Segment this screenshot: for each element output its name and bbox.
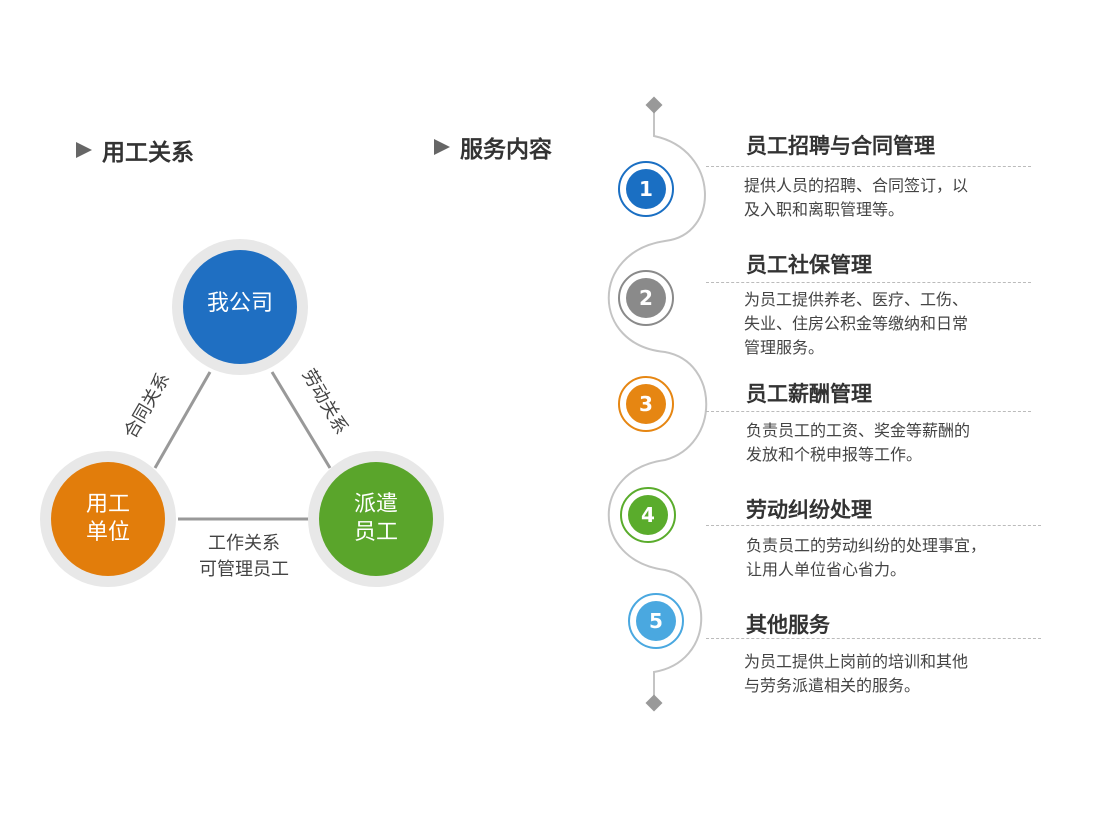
dispatched-node-text-line1: 派遣 [353,492,398,517]
service-desc-4: 负责员工的劳动纠纷的处理事宜， 让用人单位省心省力。 [746,534,1066,582]
service-marker-5 [628,593,684,649]
timeline-path [607,105,708,703]
dispatched-node-text-line2: 员工 [353,520,398,545]
service-desc-5-line2: 与劳务派遣相关的服务。 [744,676,921,695]
service-desc-2-line3: 管理服务。 [744,338,825,357]
service-desc-5-line1: 为员工提供上岗前的培训和其他 [744,652,969,671]
service-divider-2 [706,282,1031,283]
service-marker-4 [620,487,676,543]
service-desc-1-line2: 及入职和离职管理等。 [744,200,905,219]
timeline-bottom-diamond [645,694,663,712]
service-number-2: 2 [639,286,653,310]
service-number-4: 4 [641,503,655,527]
service-content-heading-text: 服务内容 [460,137,552,163]
service-divider-5 [706,638,1041,639]
employer-node-text-line1: 用工 [85,492,130,517]
service-number-5: 5 [649,609,663,633]
service-title-5: 其他服务 [746,613,830,637]
service-desc-3-line2: 发放和个税申报等工作。 [746,445,923,464]
service-title-3: 员工薪酬管理 [746,382,872,406]
service-desc-5: 为员工提供上岗前的培训和其他 与劳务派遣相关的服务。 [744,650,1044,698]
service-marker-1 [618,161,674,217]
service-title-4: 劳动纠纷处理 [746,498,872,522]
employer-node-text-line2: 单位 [85,520,130,545]
dispatched-node [319,462,433,576]
service-desc-2-line1: 为员工提供养老、医疗、工伤、 [744,290,969,309]
employment-relation-heading-text: 用工关系 [102,140,194,166]
contract-connector [153,371,212,469]
company-node [183,250,297,364]
service-title-2: 员工社保管理 [746,253,872,277]
service-desc-1-line1: 提供人员的招聘、合同签订，以 [744,176,969,195]
company-node-label: 我公司 [183,290,297,318]
service-desc-3: 负责员工的工资、奖金等薪酬的 发放和个税申报等工作。 [746,419,1046,467]
service-desc-2: 为员工提供养老、医疗、工伤、 失业、住房公积金等缴纳和日常 管理服务。 [744,288,1044,360]
service-number-3: 3 [639,392,653,416]
service-desc-4-line2: 让用人单位省心省力。 [746,560,907,579]
employer-node [51,462,165,576]
timeline-top-diamond [645,96,663,114]
service-marker-2 [618,270,674,326]
triangle-arrow-icon [76,142,92,158]
service-divider-4 [706,525,1041,526]
work-relation-label-line2: 可管理员工 [199,559,289,580]
service-desc-2-line2: 失业、住房公积金等缴纳和日常 [744,314,969,333]
service-content-heading: 服务内容 [434,130,552,164]
dispatched-node-label: 派遣 员工 [319,491,433,547]
service-divider-1 [706,166,1031,167]
service-marker-3 [618,376,674,432]
employment-relation-heading: 用工关系 [76,133,194,167]
work-relation-label-line1: 工作关系 [208,533,280,554]
service-desc-1: 提供人员的招聘、合同签订，以 及入职和离职管理等。 [744,174,1044,222]
work-relation-label: 工作关系 可管理员工 [180,531,308,583]
triangle-arrow-icon [434,139,450,155]
service-divider-3 [706,411,1031,412]
service-number-1: 1 [639,177,653,201]
service-desc-3-line1: 负责员工的工资、奖金等薪酬的 [746,421,971,440]
employer-node-label: 用工 单位 [51,491,165,547]
service-title-1: 员工招聘与合同管理 [746,134,935,158]
company-node-text: 我公司 [206,291,273,316]
service-desc-4-line1: 负责员工的劳动纠纷的处理事宜， [746,536,987,555]
labor-connector [270,371,332,469]
